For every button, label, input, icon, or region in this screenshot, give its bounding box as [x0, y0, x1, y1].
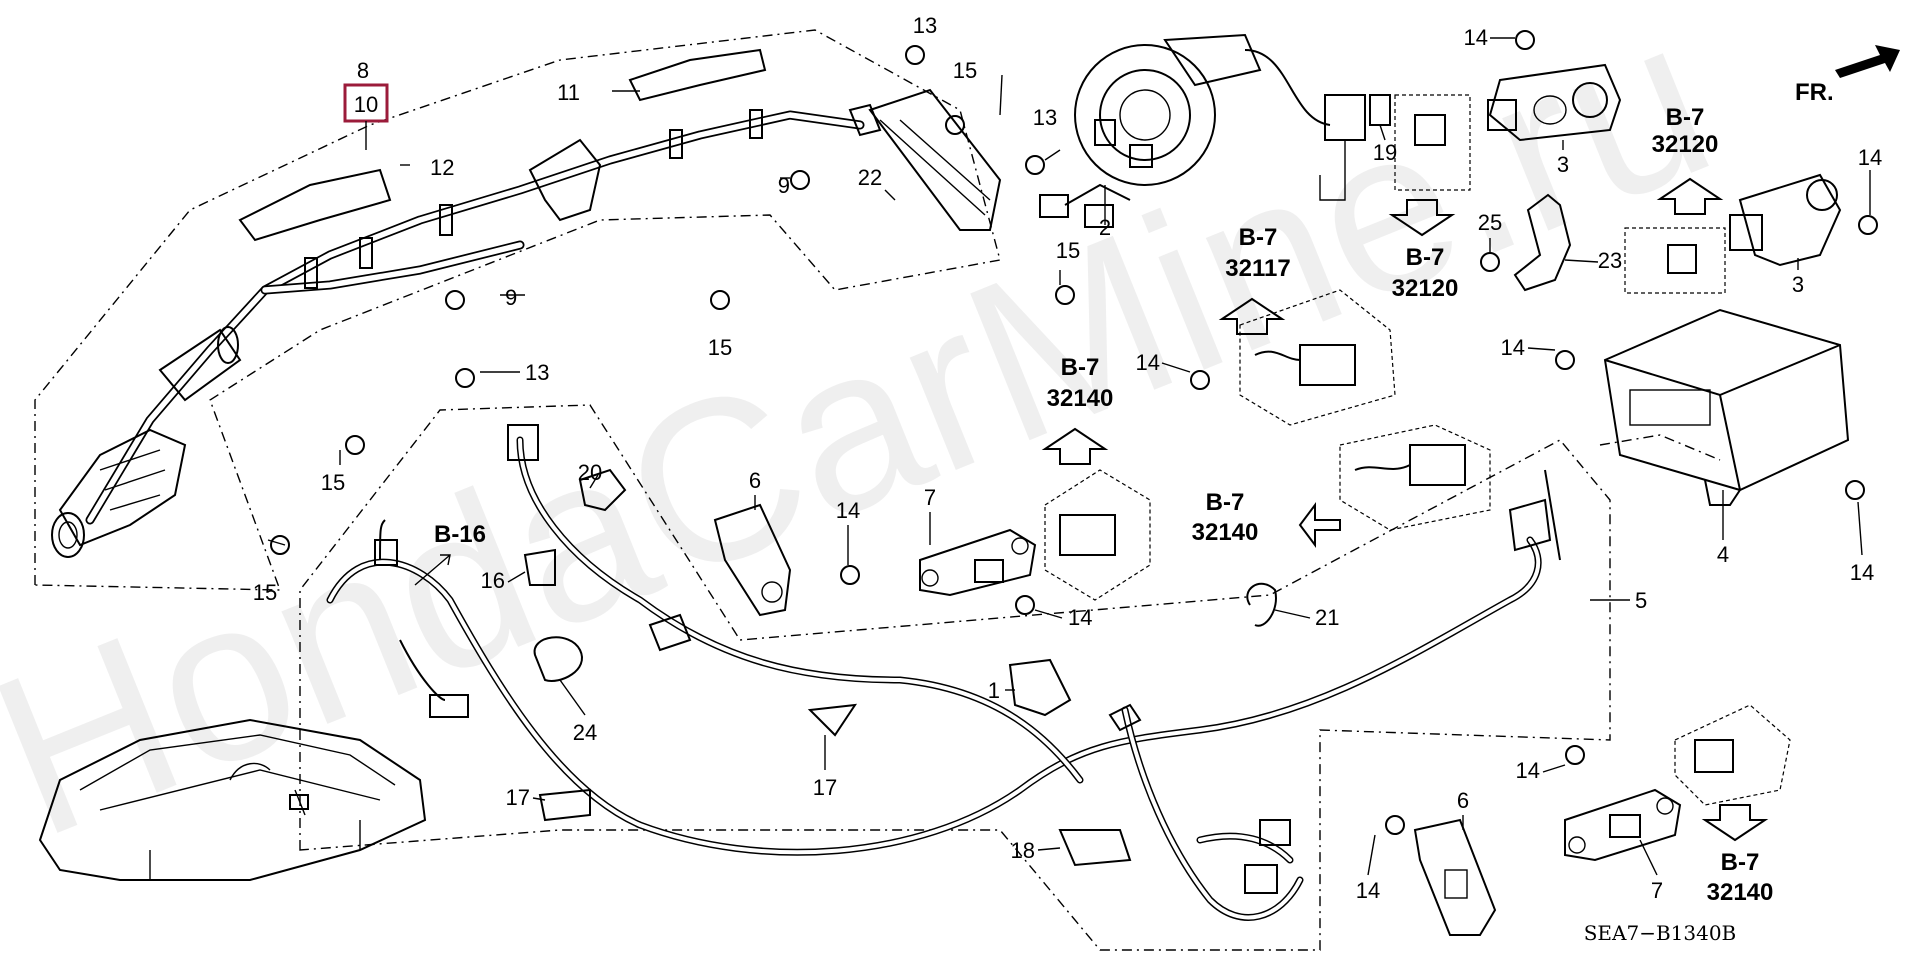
callout-leaders: [507, 37, 1871, 876]
callout-13: 13: [1033, 105, 1057, 130]
arrow-icon: [414, 177, 1769, 842]
callout-14: 14: [1850, 560, 1874, 585]
ref-code-label: 32140: [1707, 879, 1774, 906]
callout-9: 9: [505, 285, 517, 310]
callout-17: 17: [506, 785, 530, 810]
part-2-cable-reel[interactable]: [1039, 33, 1391, 228]
ref-group-label: B-16: [434, 521, 486, 548]
callout-14: 14: [1858, 145, 1882, 170]
callout-24: 24: [573, 720, 597, 745]
callout-4: 4: [1717, 542, 1729, 567]
callout-20: 20: [578, 460, 602, 485]
callout-8: 8: [357, 58, 369, 83]
callout-11: 11: [557, 80, 580, 105]
callout-17: 17: [813, 775, 837, 800]
callout-14: 14: [836, 498, 860, 523]
callout-2: 2: [1099, 215, 1111, 240]
diagram-code: SEA7−B1340B: [1584, 921, 1737, 945]
callout-10: 10: [354, 92, 378, 117]
ref-group-label: B-7: [1239, 224, 1278, 251]
ref-code-label: 32140: [1192, 519, 1259, 546]
callout-23: 23: [1598, 248, 1622, 273]
callout-14: 14: [1516, 758, 1540, 783]
ref-group-label: B-7: [1721, 849, 1760, 876]
part-23-bracket[interactable]: [1513, 193, 1572, 292]
part-7-sensor-lower[interactable]: [1564, 788, 1682, 862]
callout-25: 25: [1478, 210, 1502, 235]
callout-16: 16: [481, 568, 505, 593]
ref-group-label: B-7: [1206, 489, 1245, 516]
callout-5: 5: [1635, 588, 1647, 613]
clip-parts[interactable]: [523, 103, 1277, 867]
car-icon: [38, 718, 427, 881]
callout-13: 13: [525, 360, 549, 385]
connector-detail-box-3: [1624, 227, 1726, 294]
callout-19: 19: [1373, 140, 1397, 165]
callout-14: 14: [1501, 335, 1525, 360]
part-7-sensor-mid[interactable]: [919, 528, 1037, 597]
part-4-srs-unit[interactable]: [1603, 308, 1850, 506]
callout-14: 14: [1068, 605, 1092, 630]
part-10-upper-harness[interactable]: [51, 48, 1002, 558]
callout-15: 15: [953, 58, 977, 83]
callout-3: 3: [1792, 272, 1804, 297]
callout-13: 13: [913, 13, 937, 38]
callout-6: 6: [749, 468, 761, 493]
callout-labels: 8 10 12 11 9 22 13 15 13 15 9 15 13 15 1…: [253, 13, 1882, 903]
callout-21: 21: [1315, 605, 1339, 630]
callout-7: 7: [1651, 878, 1663, 903]
callout-15: 15: [321, 470, 345, 495]
callout-15: 15: [1056, 238, 1080, 263]
ref-group-label: B-7: [1666, 104, 1705, 131]
ref-code-label: 32117: [1225, 255, 1290, 282]
upper-leader-lines: [267, 74, 1061, 546]
part-3-sensor-right[interactable]: [1729, 173, 1842, 267]
callout-14: 14: [1356, 878, 1380, 903]
part-3-sensor-upper[interactable]: [1487, 63, 1622, 142]
callout-7: 7: [924, 485, 936, 510]
callout-6: 6: [1457, 788, 1469, 813]
ref-code-label: 32120: [1392, 275, 1459, 302]
callout-9: 9: [778, 173, 790, 198]
callout-14: 14: [1464, 25, 1488, 50]
callout-1: 1: [988, 678, 1000, 703]
part-6-sensor-lower[interactable]: [1413, 818, 1497, 936]
connector-icon: [1414, 114, 1446, 146]
callout-3: 3: [1557, 152, 1569, 177]
connector-detail-box-19: [1394, 94, 1471, 191]
middle-connector-details: [1044, 289, 1791, 806]
front-direction-label: FR.: [1795, 79, 1834, 106]
front-direction-arrow: [1835, 45, 1900, 78]
callout-15: 15: [253, 580, 277, 605]
callout-22: 22: [858, 165, 882, 190]
ref-code-label: 32140: [1047, 385, 1114, 412]
ref-group-label: B-7: [1061, 354, 1100, 381]
reference-labels: B-7 32120 B-7 32117 B-7 32120 B-7 32140 …: [434, 104, 1773, 906]
part-6-sensor-upper[interactable]: [713, 503, 792, 617]
callout-15: 15: [708, 335, 732, 360]
callout-18: 18: [1011, 838, 1035, 863]
ref-code-label: 32120: [1652, 131, 1719, 158]
bolt-icon: [270, 30, 1878, 835]
ref-group-label: B-7: [1406, 244, 1445, 271]
part-5-floor-harness[interactable]: [326, 424, 1561, 921]
connector-icon: [1667, 244, 1697, 274]
group-outlines: [34, 29, 1721, 951]
callout-14: 14: [1136, 350, 1160, 375]
callout-12: 12: [430, 155, 454, 180]
